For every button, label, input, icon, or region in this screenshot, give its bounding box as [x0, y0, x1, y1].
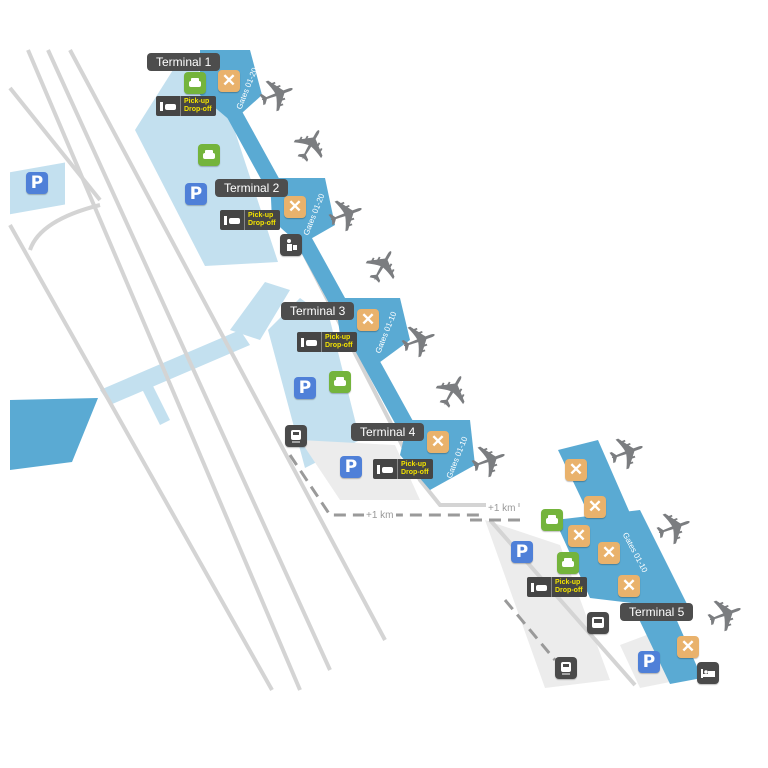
pickup-label: Pick-up — [184, 98, 210, 105]
dropoff-label: Drop-off — [325, 342, 353, 349]
terminal-3-label[interactable]: Terminal 3 — [281, 302, 355, 320]
terminal-5-label[interactable]: Terminal 5 — [620, 603, 694, 621]
dashed-routes — [288, 454, 557, 661]
bus-icon[interactable] — [587, 612, 609, 634]
taxi-icon — [156, 96, 181, 116]
cargo-area — [10, 398, 98, 470]
pickup-label: Pick-up — [401, 461, 427, 468]
restaurant-icon[interactable]: ✕ — [218, 70, 240, 92]
check-in-icon[interactable] — [280, 234, 302, 256]
taxi-icon — [373, 459, 398, 479]
restaurant-icon[interactable]: ✕ — [584, 496, 606, 518]
taxiway-link — [100, 330, 250, 405]
apron-strip — [230, 282, 290, 340]
taxi-icon — [220, 210, 245, 230]
restaurant-icon[interactable]: ✕ — [568, 525, 590, 547]
terminal-4-label[interactable]: Terminal 4 — [351, 423, 425, 441]
distance-label: +1 km — [486, 503, 518, 514]
train-icon[interactable] — [555, 657, 577, 679]
restaurant-icon[interactable]: ✕ — [618, 575, 640, 597]
taxiway-link-2 — [140, 380, 170, 425]
restaurant-icon[interactable]: ✕ — [677, 636, 699, 658]
car-rental-icon[interactable] — [329, 371, 351, 393]
restaurant-icon[interactable]: ✕ — [565, 459, 587, 481]
restaurant-icon[interactable]: ✕ — [284, 196, 306, 218]
restaurant-icon[interactable]: ✕ — [598, 542, 620, 564]
pickup-label: Pick-up — [248, 212, 274, 219]
taxi-icon — [297, 332, 322, 352]
hotel-icon[interactable] — [697, 662, 719, 684]
parking-icon[interactable]: P — [511, 541, 533, 563]
pickup-label: Pick-up — [555, 579, 581, 586]
dropoff-label: Drop-off — [248, 220, 276, 227]
parking-icon[interactable]: P — [185, 183, 207, 205]
dropoff-label: Drop-off — [401, 469, 429, 476]
car-rental-icon[interactable] — [198, 144, 220, 166]
roads — [8, 49, 637, 691]
dropoff-label: Drop-off — [555, 587, 583, 594]
parking-icon[interactable]: P — [294, 377, 316, 399]
terminal-2-label[interactable]: Terminal 2 — [215, 179, 289, 197]
car-rental-icon[interactable] — [541, 509, 563, 531]
terminal-1-label[interactable]: Terminal 1 — [147, 53, 221, 71]
parking-icon[interactable]: P — [26, 172, 48, 194]
restaurant-icon[interactable]: ✕ — [427, 431, 449, 453]
distance-label: +1 km — [364, 510, 396, 521]
car-rental-icon[interactable] — [557, 552, 579, 574]
parking-icon[interactable]: P — [638, 651, 660, 673]
parking-icon[interactable]: P — [340, 456, 362, 478]
restaurant-icon[interactable]: ✕ — [357, 309, 379, 331]
train-icon[interactable] — [285, 425, 307, 447]
dropoff-label: Drop-off — [184, 106, 212, 113]
pickup-label: Pick-up — [325, 334, 351, 341]
car-rental-icon[interactable] — [184, 72, 206, 94]
taxi-icon — [527, 577, 552, 597]
